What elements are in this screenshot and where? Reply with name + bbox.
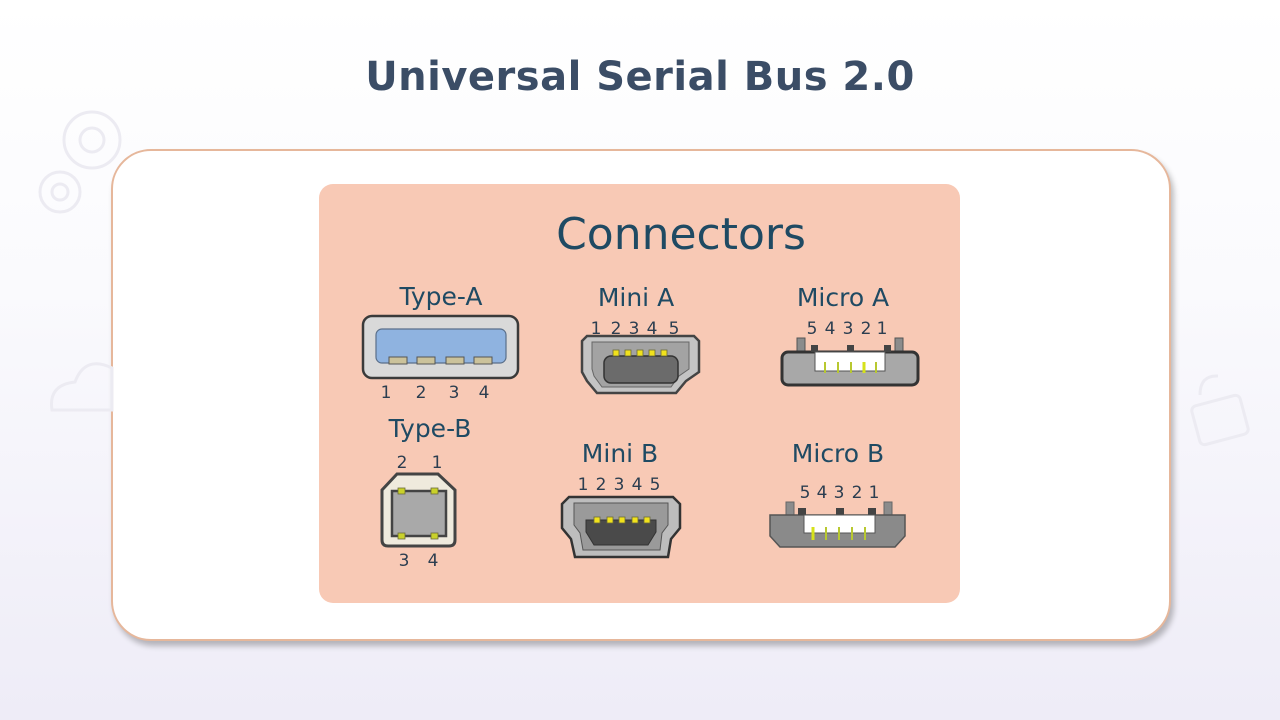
pin-label: 4 — [825, 319, 836, 339]
micro-b-connector: Micro B 5 4 3 2 1 — [769, 439, 906, 548]
gear-icon — [38, 110, 122, 214]
pin-label: 2 — [852, 483, 863, 503]
pin-label: 1 — [869, 483, 880, 503]
lock-icon — [1190, 374, 1250, 447]
type-b-label: Type-B — [388, 414, 472, 443]
pin-label: 3 — [834, 483, 845, 503]
mini-a-label: Mini A — [598, 283, 674, 312]
pin-label: 1 — [432, 453, 443, 473]
pin-label: 1 — [877, 319, 888, 339]
panel-heading: Connectors — [556, 209, 806, 260]
pin-label: 3 — [399, 551, 410, 571]
type-a-connector: Type-A 1 2 3 4 — [361, 282, 520, 403]
mini-a-connector: Mini A 1 2 3 4 5 — [580, 283, 701, 395]
type-a-label: Type-A — [399, 282, 483, 311]
mini-b-connector: Mini B 1 2 3 4 5 — [560, 439, 682, 559]
mini-b-label: Mini B — [582, 439, 658, 468]
cloud-icon — [49, 362, 114, 412]
pin-label: 2 — [596, 475, 607, 495]
pin-label: 1 — [578, 475, 589, 495]
type-b-connector: Type-B 2 1 3 4 — [380, 414, 472, 571]
pin-label: 4 — [632, 475, 643, 495]
pin-label: 5 — [669, 319, 680, 339]
pin-label: 2 — [861, 319, 872, 339]
pin-label: 5 — [807, 319, 818, 339]
pin-label: 2 — [416, 383, 427, 403]
micro-a-label: Micro A — [797, 283, 889, 312]
pin-label: 2 — [611, 319, 622, 339]
pin-label: 4 — [817, 483, 828, 503]
pin-label: 3 — [449, 383, 460, 403]
slide-title: Universal Serial Bus 2.0 — [365, 54, 915, 100]
pin-label: 4 — [647, 319, 658, 339]
pin-label: 3 — [843, 319, 854, 339]
pin-label: 1 — [591, 319, 602, 339]
pin-label: 5 — [650, 475, 661, 495]
pin-label: 2 — [397, 453, 408, 473]
pin-label: 3 — [629, 319, 640, 339]
pin-label: 3 — [614, 475, 625, 495]
pin-label: 1 — [381, 383, 392, 403]
micro-b-label: Micro B — [792, 439, 884, 468]
micro-a-connector: Micro A 5 4 3 2 1 — [780, 283, 920, 387]
pin-label: 4 — [428, 551, 439, 571]
pin-label: 5 — [800, 483, 811, 503]
pin-label: 4 — [479, 383, 490, 403]
